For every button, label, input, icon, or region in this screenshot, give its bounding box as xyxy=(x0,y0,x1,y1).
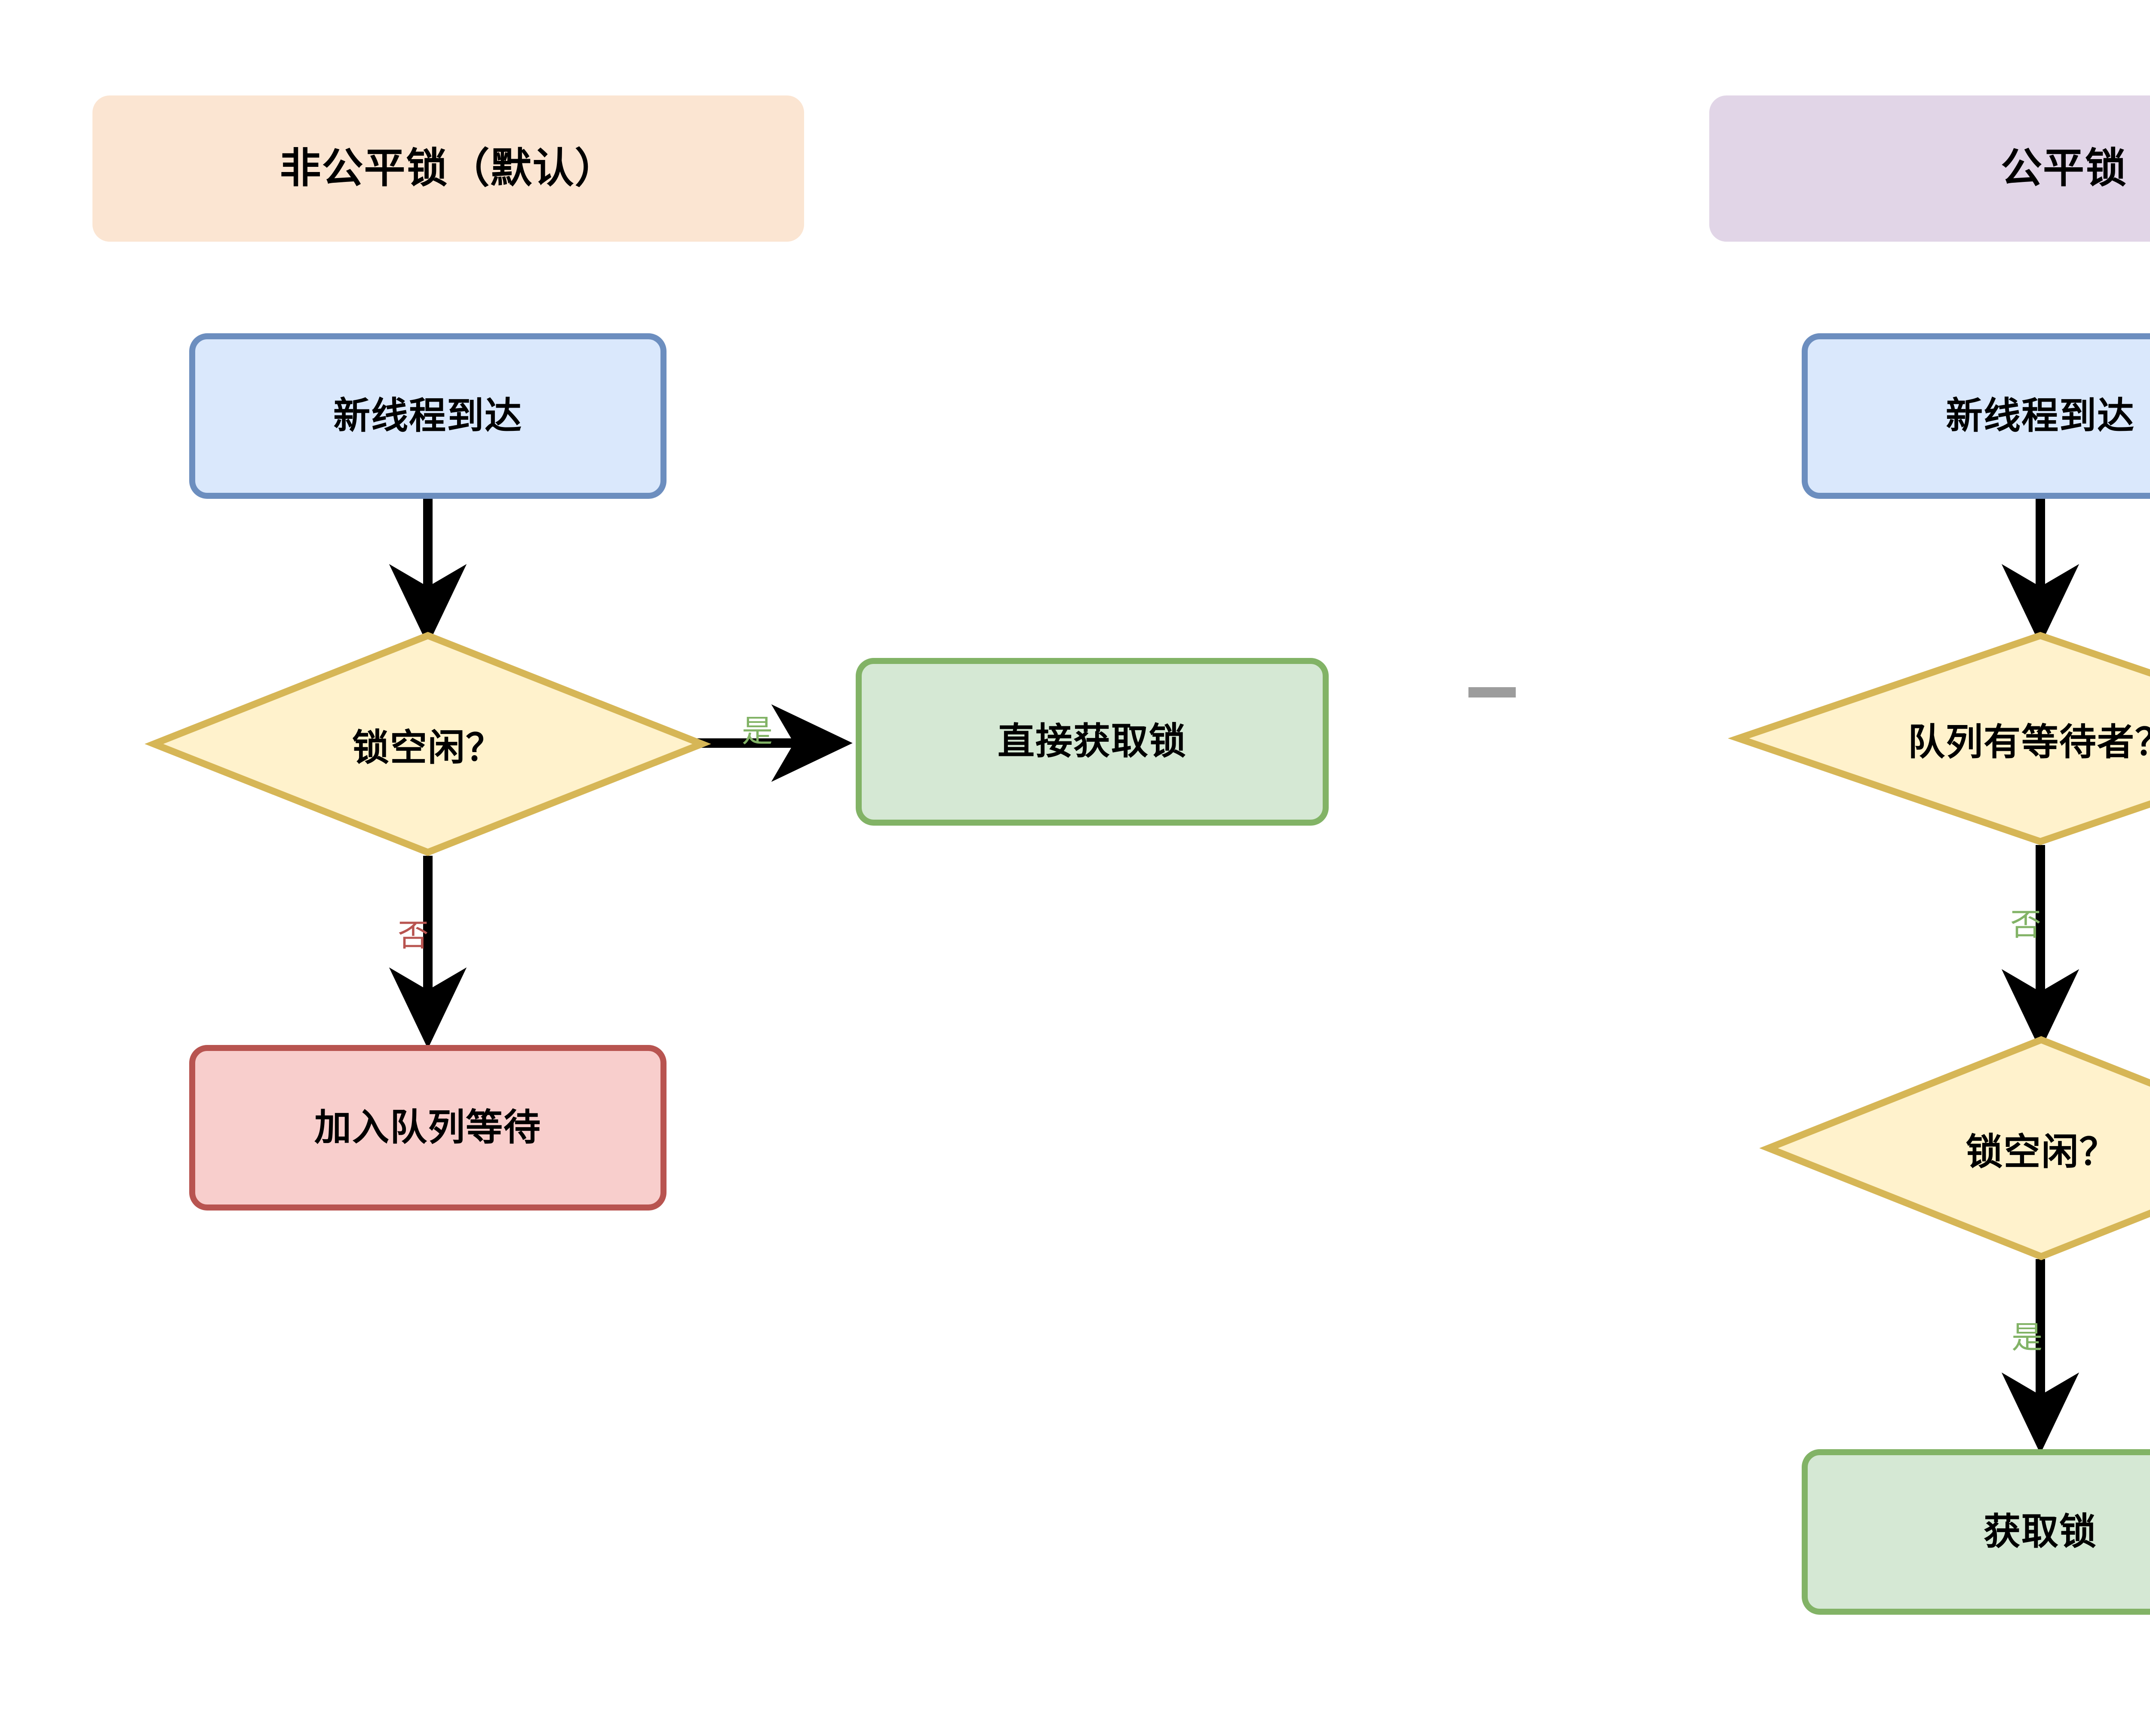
edge-label-unfair-yes: 是 xyxy=(742,714,773,749)
panel-title-unfair: 非公平锁（默认） xyxy=(92,95,804,242)
node-unfair-enqueue-wait[interactable]: 加入队列等待 xyxy=(189,1045,666,1211)
node-fair-queue-has-waiter-decision[interactable]: 队列有等待者？ xyxy=(1728,632,2150,845)
panel-title-fair: 公平锁 xyxy=(1709,95,2150,242)
node-unfair-new-thread[interactable]: 新线程到达 xyxy=(189,333,666,499)
node-fair-lock-free-decision[interactable]: 锁空闲？ xyxy=(1759,1036,2150,1260)
edge-label-fair-lock-yes: 是 xyxy=(2012,1321,2043,1355)
node-unfair-lock-free-decision[interactable]: 锁空闲？ xyxy=(144,632,711,856)
panel-separator-dash xyxy=(1468,687,1516,697)
node-fair-acquire-lock[interactable]: 获取锁 xyxy=(1802,1449,2150,1615)
edge-label-fair-queue-no: 否 xyxy=(2010,908,2042,942)
edge-label-unfair-no: 否 xyxy=(398,919,429,953)
node-unfair-acquire-directly[interactable]: 直接获取锁 xyxy=(856,658,1329,826)
node-fair-new-thread[interactable]: 新线程到达 xyxy=(1802,333,2150,499)
